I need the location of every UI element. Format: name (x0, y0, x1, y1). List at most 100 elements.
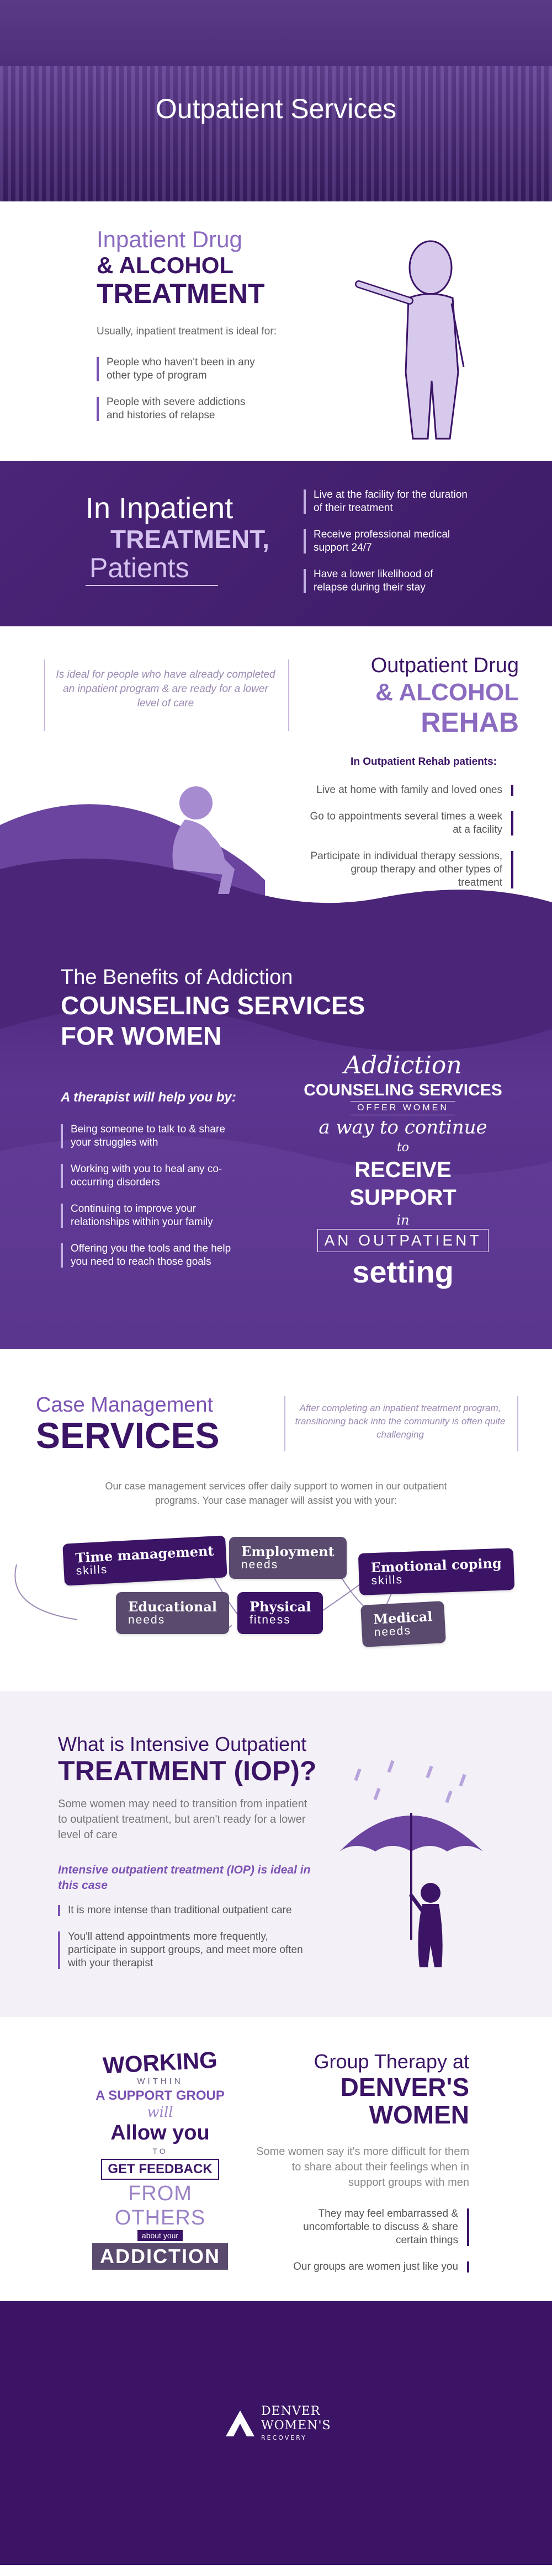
list-item: You'll attend appointments more frequent… (58, 1930, 306, 1970)
iop-title-1: What is Intensive Outpatient (58, 1733, 307, 1755)
list-item: Receive professional medical support 24/… (304, 528, 469, 555)
quote-box (44, 659, 289, 731)
tag-educational: Educational needs (116, 1592, 230, 1634)
case-management-section: Case Management SERVICES After completin… (0, 1349, 552, 1691)
list-item: They may feel embarrassed & uncomfortabl… (276, 2207, 469, 2247)
iop-intro: Some women may need to transition from i… (58, 1798, 307, 1841)
case-intro: Our case management services offer daily… (105, 1481, 447, 1506)
art-line: WORKING (102, 2046, 218, 2079)
art-line: about your (137, 2230, 183, 2241)
person-figure-icon (355, 240, 465, 440)
outpatient-title-3: REHAB (421, 707, 519, 738)
mountain-logo-icon (226, 2410, 254, 2436)
art-line: to (396, 1141, 410, 1154)
tag-emotional-coping: Emotional coping skills (358, 1548, 515, 1595)
iop-subtitle: Intensive outpatient treatment (IOP) is … (58, 1864, 311, 1892)
art-line: ADDICTION (92, 2243, 228, 2270)
art-line: RECEIVE SUPPORT (349, 1158, 457, 1210)
list-item: It is more intense than traditional outp… (58, 1904, 306, 1917)
logo-line-2: WOMEN'S (261, 2419, 331, 2433)
lavender-field (0, 66, 552, 201)
benefits-title-2: COUNSELING SERVICES (61, 991, 365, 1020)
tag-employment: Employment needs (229, 1537, 347, 1579)
case-title-2: SERVICES (36, 1415, 220, 1456)
inpatient-list: People who haven't been in any other typ… (97, 356, 262, 435)
list-item: Our groups are women just like you (276, 2260, 469, 2274)
benefits-section: The Benefits of Addiction COUNSELING SER… (0, 919, 552, 1349)
list-item: Participate in individual therapy sessio… (309, 850, 513, 890)
art-line: FROM OTHERS (114, 2182, 206, 2229)
footer-section: DENVER WOMEN'S RECOVERY (0, 2301, 552, 2565)
benefits-list: Being someone to talk to & share your st… (61, 1123, 248, 1282)
inpatient-title-2: & ALCOHOL (97, 252, 234, 278)
title-underline (86, 585, 218, 586)
list-item: Working with you to heal any co-occurrin… (61, 1163, 248, 1189)
case-quote: After completing an inpatient treatment … (295, 1403, 506, 1440)
art-line: setting (352, 1254, 454, 1289)
in-inpatient-list: Live at the facility for the duration of… (304, 488, 469, 608)
art-line: WITHIN (137, 2077, 183, 2086)
iop-title-2: TREATMENT (IOP)? (58, 1755, 317, 1786)
group-title-2: DENVER'S (340, 2073, 469, 2101)
group-title-1: Group Therapy at (314, 2050, 470, 2073)
art-line: a way to continue (319, 1116, 487, 1138)
benefits-subtitle: A therapist will help you by: (61, 1090, 236, 1105)
typography-art: Addiction COUNSELING SERVICES OFFER WOME… (298, 1051, 508, 1292)
in-inpatient-title-1: In Inpatient (86, 492, 233, 525)
list-item: Go to appointments several times a week … (309, 810, 513, 837)
benefits-title-3: FOR WOMEN (61, 1021, 222, 1050)
in-inpatient-title-2: TREATMENT, (110, 525, 269, 553)
iop-section: What is Intensive Outpatient TREATMENT (… (0, 1691, 552, 2017)
wave-background (0, 919, 552, 1349)
list-item: Being someone to talk to & share your st… (61, 1123, 248, 1149)
tag-time-management: Time management skills (62, 1535, 227, 1586)
list-item: Continuing to improve your relationships… (61, 1202, 248, 1229)
group-list: They may feel embarrassed & uncomfortabl… (276, 2207, 469, 2287)
list-item: Have a lower likelihood of relapse durin… (304, 568, 469, 594)
iop-list: It is more intense than traditional outp… (58, 1904, 306, 1983)
art-line: COUNSELING SERVICES (304, 1081, 502, 1099)
inpatient-title-1: Inpatient Drug (97, 226, 242, 252)
case-title-1: Case Management (36, 1393, 214, 1417)
art-line: will (147, 2104, 173, 2121)
art-line: in (396, 1212, 410, 1228)
inpatient-intro: Usually, inpatient treatment is ideal fo… (97, 326, 277, 337)
art-line: Addiction (344, 1051, 462, 1079)
page-title: Outpatient Services (155, 93, 397, 124)
in-inpatient-section: In Inpatient TREATMENT, Patients Live at… (0, 461, 552, 626)
group-therapy-section: WORKING WITHIN A SUPPORT GROUP will Allo… (0, 2017, 552, 2301)
group-intro: Some women say it's more difficult for t… (256, 2146, 469, 2189)
header-section: Outpatient Services (0, 0, 552, 201)
logo-line-3: RECOVERY (261, 2434, 307, 2441)
list-item: Live at home with family and loved ones (309, 784, 513, 797)
list-item: Offering you the tools and the help you … (61, 1242, 248, 1269)
art-line: AN OUTPATIENT (317, 1229, 489, 1252)
outpatient-subtitle: In Outpatient Rehab patients: (351, 756, 497, 768)
group-title-3: WOMEN (369, 2100, 469, 2129)
in-inpatient-title-3: Patients (89, 552, 189, 583)
art-line: GET FEEDBACK (101, 2159, 219, 2180)
case-quote-box (284, 1396, 518, 1451)
tag-medical: Medical needs (360, 1601, 446, 1647)
umbrella-person-icon (339, 1760, 483, 1967)
art-line: A SUPPORT GROUP (95, 2088, 225, 2103)
list-item: People who haven't been in any other typ… (97, 356, 262, 382)
group-typography-art: WORKING WITHIN A SUPPORT GROUP will Allo… (83, 2047, 237, 2270)
outpatient-section: Is ideal for people who have already com… (0, 626, 552, 919)
outpatient-quote: Is ideal for people who have already com… (56, 669, 275, 709)
inpatient-section: Inpatient Drug & ALCOHOL TREATMENT Usual… (0, 201, 552, 461)
outpatient-list: Live at home with family and loved ones … (309, 784, 513, 903)
outpatient-title-2: & ALCOHOL (375, 679, 519, 706)
hill-wave-shape (0, 804, 552, 919)
inpatient-title-3: TREATMENT (97, 278, 265, 309)
logo-line-1: DENVER (261, 2404, 321, 2418)
sitting-person-icon (172, 786, 235, 894)
footer-logo: DENVER WOMEN'S RECOVERY (224, 2403, 334, 2447)
list-item: People with severe addictions and histor… (97, 396, 262, 422)
art-line: OFFER WOMEN (351, 1101, 455, 1115)
benefits-title-1: The Benefits of Addiction (61, 966, 293, 989)
outpatient-title-1: Outpatient Drug (370, 654, 519, 677)
art-line: TO (152, 2147, 168, 2155)
list-item: Live at the facility for the duration of… (304, 488, 469, 515)
tag-physical: Physical fitness (237, 1592, 323, 1634)
